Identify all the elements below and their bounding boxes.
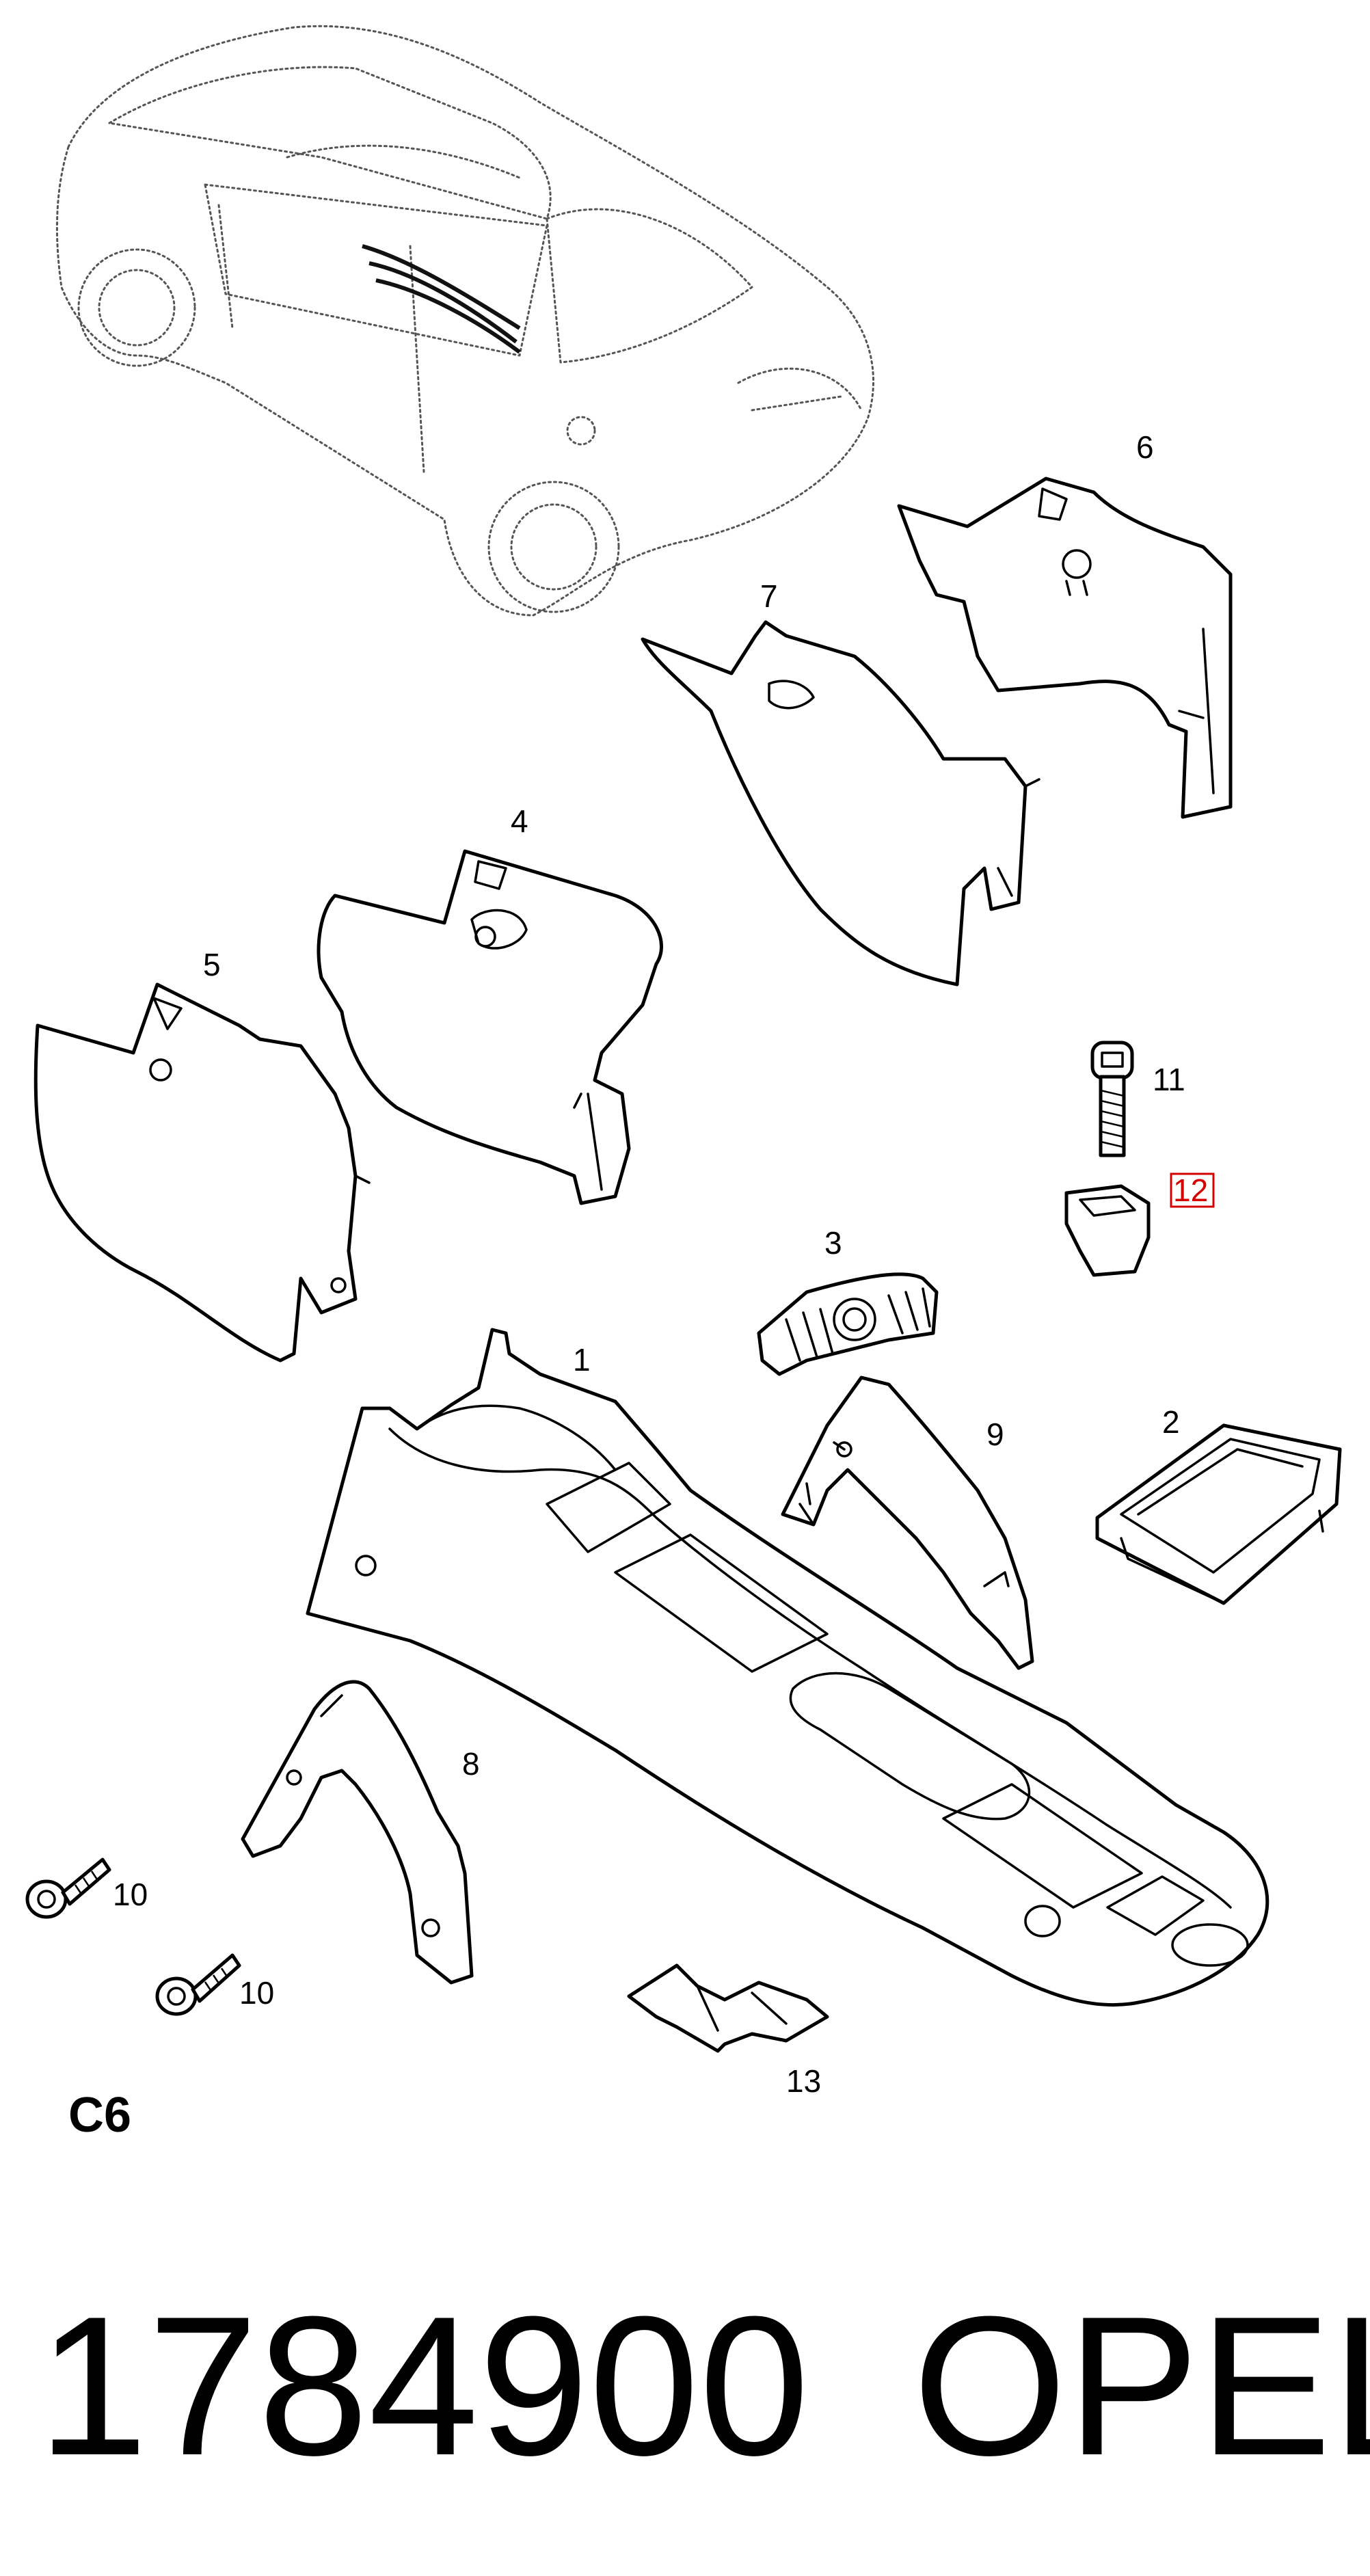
part-5-panel (33, 982, 371, 1363)
callouts: 1 2 3 4 5 6 7 8 9 10 10 11 12 13 (113, 429, 1215, 2099)
part-number: 1784900 (38, 2275, 809, 2497)
part-10-screw-b (155, 1953, 241, 2016)
callout-1: 1 (573, 1342, 591, 1378)
callout-2: 2 (1162, 1404, 1180, 1440)
callout-11: 11 (1153, 1062, 1185, 1097)
callout-12-highlight-box (1170, 1172, 1215, 1208)
callout-5: 5 (203, 947, 221, 982)
callout-9: 9 (986, 1417, 1004, 1452)
part-2-tray (1095, 1423, 1342, 1605)
part-1-center-console (306, 1328, 1270, 2007)
callout-8: 8 (462, 1746, 480, 1782)
brand-name: OPEL (913, 2275, 1370, 2497)
part-12-nut-insert (1064, 1184, 1151, 1277)
part-3-grille (757, 1272, 939, 1376)
part-7-panel (641, 620, 1040, 987)
callout-7: 7 (760, 578, 778, 614)
part-9-bracket (781, 1376, 1034, 1670)
callout-10a: 10 (113, 1877, 148, 1912)
callout-10b: 10 (239, 1975, 274, 2011)
reference-car (55, 25, 874, 617)
part-11-bolt (1090, 1041, 1134, 1157)
callout-6: 6 (1136, 429, 1154, 465)
callout-3: 3 (824, 1225, 842, 1261)
callout-12: 12 (1173, 1172, 1208, 1208)
part-13-clip (627, 1963, 829, 2053)
part-6-panel (897, 477, 1233, 819)
part-4-panel (317, 849, 663, 1205)
callout-4: 4 (511, 803, 528, 839)
section-code: C6 (68, 2088, 131, 2143)
callout-13: 13 (786, 2063, 821, 2099)
part-8-bracket (241, 1680, 474, 1985)
part-10-screw-a (25, 1857, 111, 1919)
